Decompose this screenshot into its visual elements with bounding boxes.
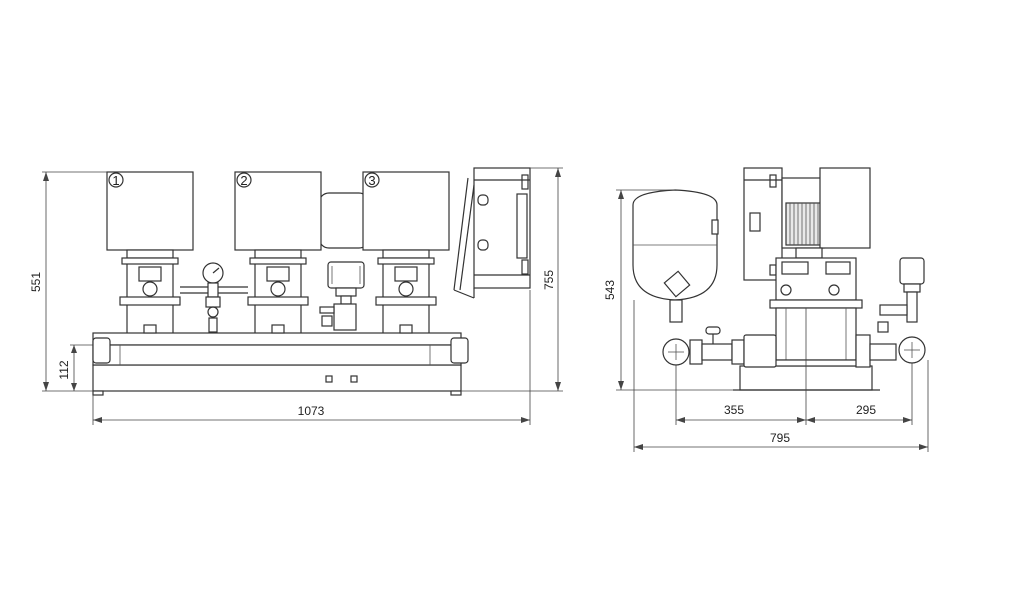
dim-right-offset: 295 — [856, 403, 876, 417]
manifold-flange-right — [450, 337, 469, 364]
base-frame — [92, 364, 462, 392]
pump-1: 1 — [106, 171, 194, 334]
pump-2-label: 2 — [240, 173, 247, 188]
pump-3-label: 3 — [368, 173, 375, 188]
dim-left-offset: 355 — [724, 403, 744, 417]
side-motor — [781, 167, 871, 259]
pump-1-label: 1 — [112, 173, 119, 188]
side-pump-body — [769, 257, 863, 367]
diaphragm-tank — [632, 189, 719, 323]
dim-side-overall-width: 795 — [770, 431, 790, 445]
pump-1-motor — [106, 171, 194, 251]
side-piping-left — [662, 326, 777, 368]
pump-3: 3 — [362, 171, 450, 334]
dim-side-height: 543 — [603, 280, 617, 300]
dim-base-height: 112 — [57, 360, 71, 379]
base-foot-left — [92, 390, 104, 396]
manifold-lower — [92, 344, 462, 366]
base-hole-right — [350, 375, 358, 383]
pump-2-motor — [234, 171, 322, 251]
front-dimensions: 551 112 1073 755 — [29, 167, 563, 425]
front-view: 1 2 — [29, 167, 563, 425]
pressure-gauge — [180, 262, 248, 333]
side-view: 543 355 295 795 — [603, 167, 929, 452]
base-hole-left — [325, 375, 333, 383]
pressure-switch — [319, 261, 365, 331]
control-cabinet — [453, 167, 531, 299]
side-dimensions: 543 355 295 795 — [603, 189, 929, 452]
rear-motor — [318, 192, 370, 249]
manifold-upper — [92, 332, 462, 346]
dim-cabinet-height: 755 — [542, 270, 556, 290]
base-foot-right — [450, 390, 462, 396]
dim-total-height: 551 — [29, 272, 43, 292]
pump-3-motor — [362, 171, 450, 251]
pump-2: 2 — [234, 171, 322, 334]
manifold-flange-left — [92, 337, 111, 364]
side-piping-right — [855, 257, 926, 368]
dim-overall-width: 1073 — [298, 404, 325, 418]
